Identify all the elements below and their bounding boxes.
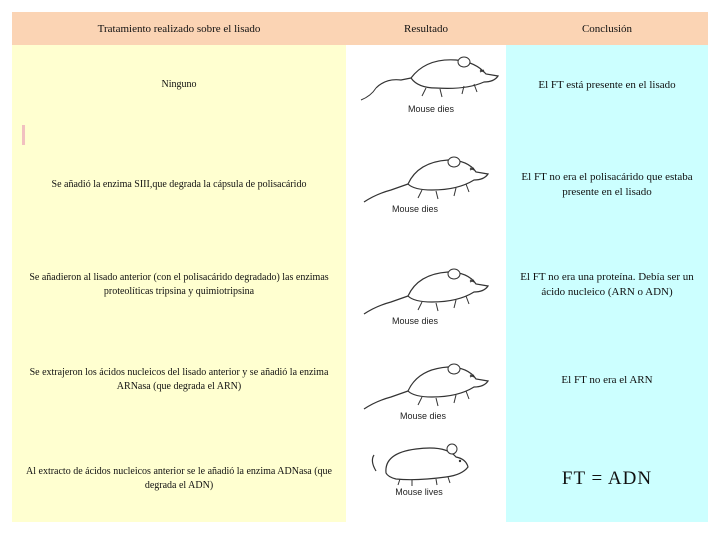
- dead-mouse-icon: [363, 268, 490, 315]
- row-5-result: Mouse lives: [356, 435, 506, 505]
- row-2-conclusion: El FT no era el polisacárido que estaba …: [521, 171, 693, 198]
- row-1-conclusion: El FT está presente en el lisado: [538, 78, 676, 91]
- dead-mouse-icon: [363, 363, 490, 410]
- row-5-result-caption: Mouse lives: [395, 487, 443, 497]
- decorative-mark: [22, 125, 25, 145]
- header-treatment: Tratamiento realizado sobre el lisado: [97, 22, 261, 35]
- row-1-result: Mouse dies: [356, 48, 506, 118]
- row-3-result: Mouse dies: [356, 262, 506, 332]
- dead-mouse-icon: [363, 156, 490, 203]
- row-4-result: Mouse dies: [356, 357, 506, 427]
- row-3-conclusion: El FT no era una proteína. Debía ser un …: [520, 271, 694, 298]
- row-3-result-caption: Mouse dies: [391, 316, 439, 326]
- table-header: Tratamiento realizado sobre el lisado Re…: [12, 12, 708, 45]
- dead-mouse-icon: [360, 56, 500, 101]
- header-conclusion: Conclusión: [581, 22, 633, 35]
- row-2-treatment: Se añadió la enzima SIII,que degrada la …: [51, 179, 307, 190]
- row-5-conclusion: FT = ADN: [561, 468, 653, 489]
- row-4-conclusion: El FT no era el ARN: [561, 373, 653, 386]
- row-4-treatment: Se extrajeron los ácidos nucleicos del l…: [29, 367, 329, 392]
- living-mouse-icon: [371, 443, 469, 486]
- row-5-treatment: Al extracto de ácidos nucleicos anterior…: [26, 465, 332, 491]
- row-1-treatment: Ninguno: [161, 79, 197, 90]
- row-2-result-caption: Mouse dies: [391, 204, 439, 214]
- row-3-treatment: Se añadieron al lisado anterior (con el …: [29, 272, 329, 297]
- row-4-result-caption: Mouse dies: [399, 411, 447, 421]
- header-result: Resultado: [404, 22, 448, 35]
- row-2-result: Mouse dies: [356, 150, 506, 220]
- conclusion-column: [506, 45, 708, 522]
- treatment-column: [12, 45, 346, 522]
- row-1-result-caption: Mouse dies: [407, 104, 455, 114]
- experiment-table: Tratamiento realizado sobre el lisado Re…: [12, 12, 708, 522]
